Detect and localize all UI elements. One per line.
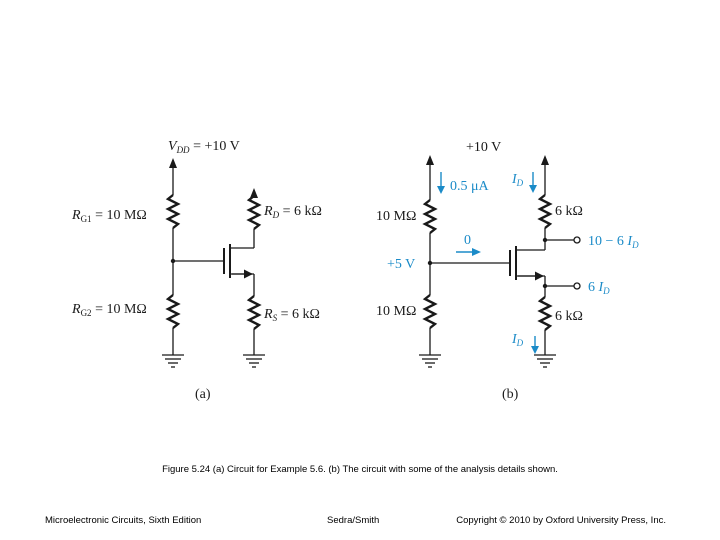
drain-terminal bbox=[573, 236, 581, 244]
rg1-label: RG1 = 10 MΩ bbox=[71, 208, 147, 224]
nmos-transistor-icon bbox=[223, 244, 254, 279]
panel-a-label: (a) bbox=[195, 387, 211, 402]
gate-current-label: 0 bbox=[464, 233, 471, 248]
drain-node-voltage: 10 − 6 ID bbox=[588, 234, 639, 250]
source-terminal bbox=[573, 282, 581, 290]
source-current-label: ID bbox=[511, 332, 524, 348]
divider-current-arrow-icon bbox=[437, 172, 445, 194]
source-node-voltage: 6 ID bbox=[588, 280, 610, 296]
rs-label: RS = 6 kΩ bbox=[263, 307, 320, 323]
source-current-arrow-icon bbox=[531, 336, 539, 354]
supply-arrow-left bbox=[169, 158, 177, 168]
lower-gate-res-label: 10 MΩ bbox=[376, 304, 416, 319]
resistor-rs bbox=[246, 295, 262, 330]
ground-icon bbox=[419, 354, 441, 368]
figure-caption: Figure 5.24 (a) Circuit for Example 5.6.… bbox=[162, 464, 558, 475]
rd-label: RD = 6 kΩ bbox=[263, 204, 322, 220]
resistor-source bbox=[537, 296, 553, 331]
supply-arrow-drain bbox=[250, 188, 258, 198]
upper-gate-res-label: 10 MΩ bbox=[376, 209, 416, 224]
panel-b-label: (b) bbox=[502, 387, 519, 402]
vdd-label: VDD = +10 V bbox=[168, 139, 240, 155]
resistor-rd bbox=[246, 195, 262, 230]
footer-copyright: Copyright © 2010 by Oxford University Pr… bbox=[456, 515, 666, 526]
gate-current-arrow-icon bbox=[456, 248, 481, 256]
resistor-rg1 bbox=[165, 194, 181, 229]
gate-voltage-label: +5 V bbox=[387, 257, 415, 272]
supply-arrow-drain bbox=[541, 155, 549, 165]
footer-book-title: Microelectronic Circuits, Sixth Edition bbox=[45, 515, 202, 526]
ground-icon bbox=[534, 354, 556, 368]
nmos-transistor-icon bbox=[509, 246, 545, 281]
resistor-drain bbox=[537, 194, 553, 229]
supply-arrow-left bbox=[426, 155, 434, 165]
ground-icon bbox=[162, 354, 184, 368]
source-res-label: 6 kΩ bbox=[555, 309, 583, 324]
drain-current-arrow-icon bbox=[529, 172, 537, 193]
resistor-rg2 bbox=[165, 294, 181, 329]
supply-label: +10 V bbox=[466, 140, 501, 155]
footer-authors: Sedra/Smith bbox=[327, 515, 380, 526]
divider-current-label: 0.5 μA bbox=[450, 179, 490, 194]
resistor-upper-gate bbox=[422, 199, 438, 234]
resistor-lower-gate bbox=[422, 294, 438, 329]
panel-b: +10 V 0.5 μA 10 MΩ +5 V 10 MΩ 0 bbox=[376, 140, 639, 402]
drain-res-label: 6 kΩ bbox=[555, 204, 583, 219]
panel-a: VDD = +10 V RG1 = 10 MΩ RG2 = 10 MΩ bbox=[71, 139, 322, 402]
rg2-label: RG2 = 10 MΩ bbox=[71, 302, 147, 318]
ground-icon bbox=[243, 354, 265, 368]
drain-current-label: ID bbox=[511, 172, 524, 188]
